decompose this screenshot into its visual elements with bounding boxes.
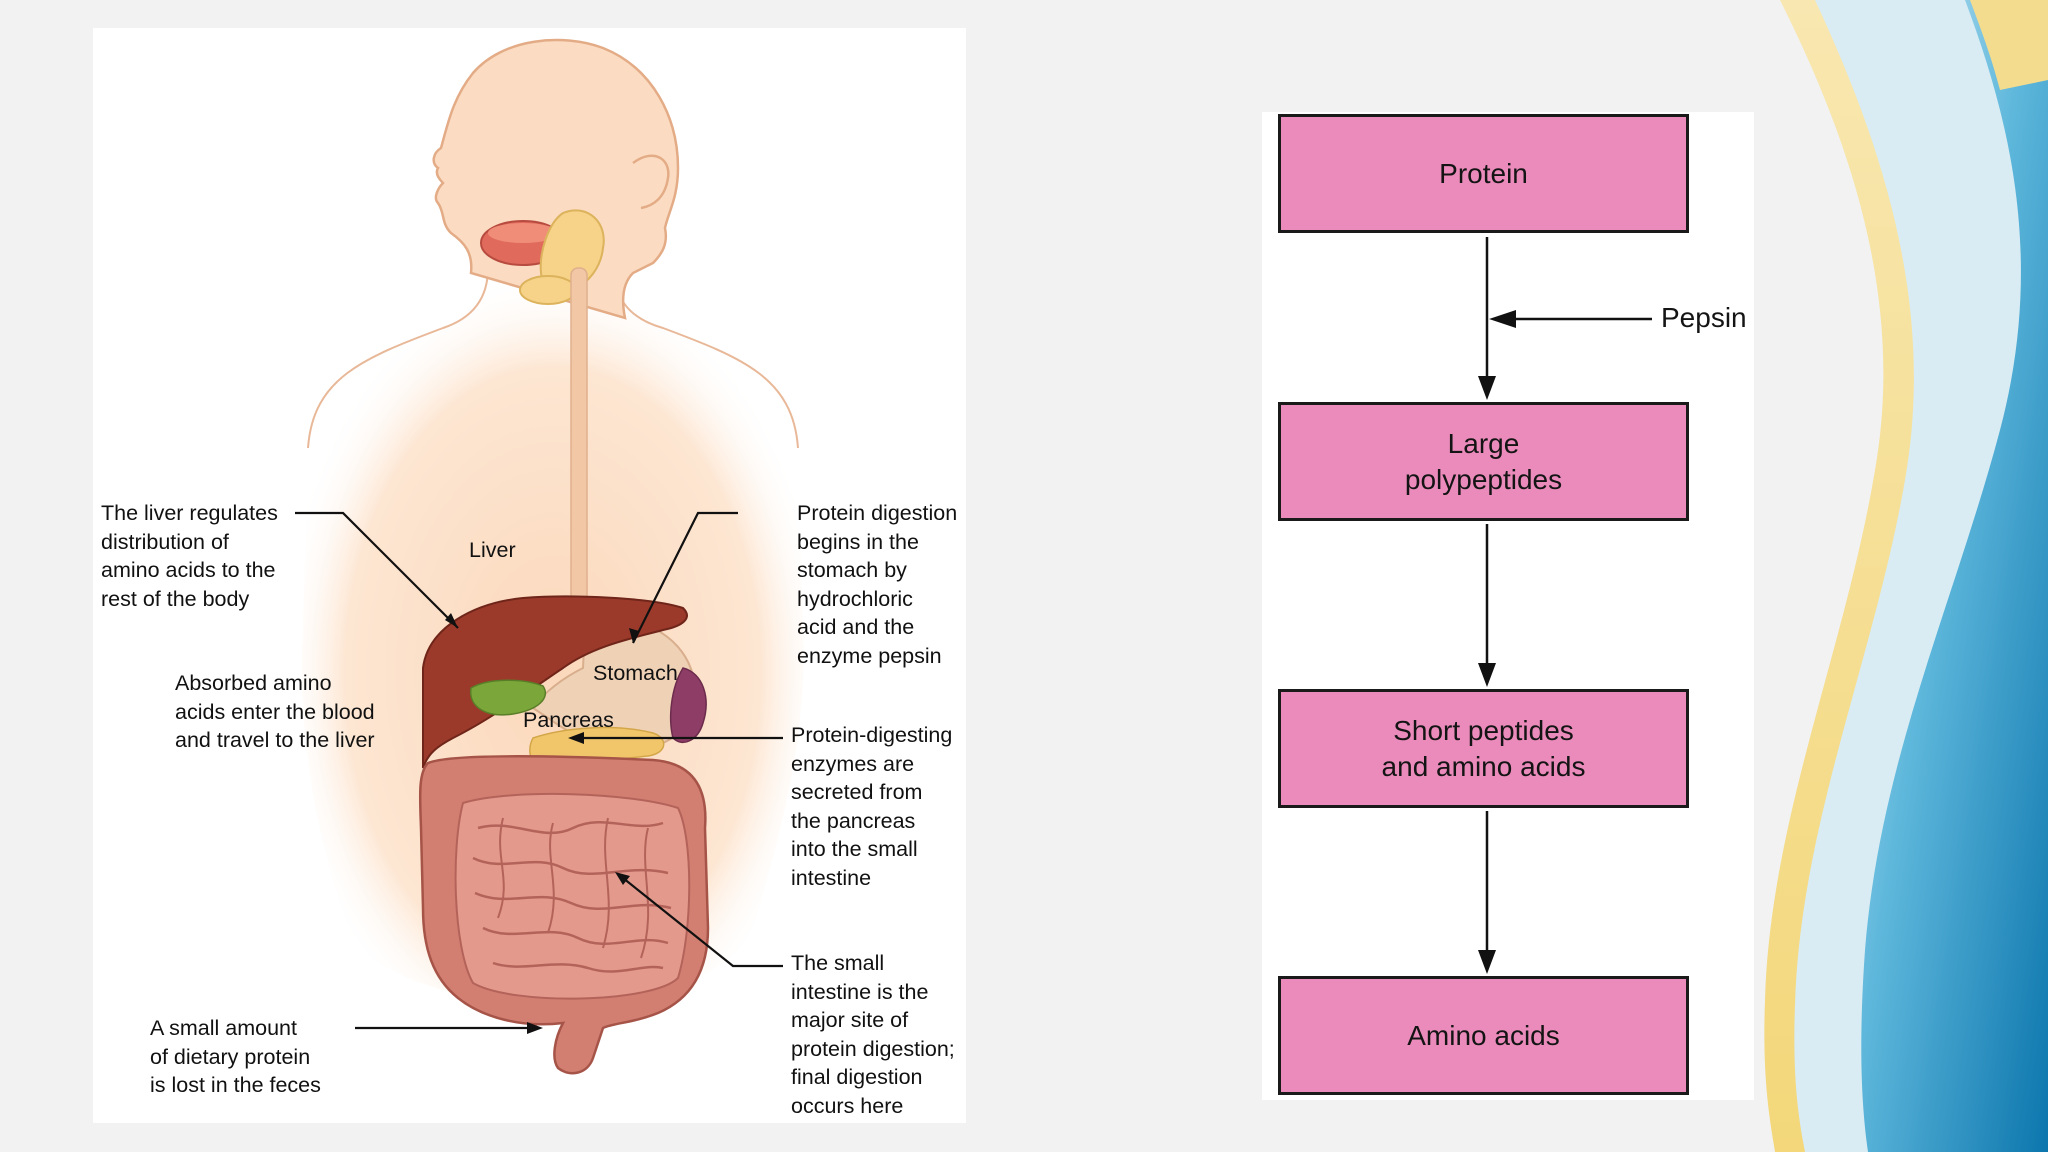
anatomy-illustration xyxy=(295,38,804,1075)
callout-small-intestine: The small intestine is the major site of… xyxy=(791,951,955,1118)
small-intestine xyxy=(454,792,691,1000)
spleen xyxy=(669,667,707,744)
callout-feces: A small amount of dietary protein is los… xyxy=(150,1016,321,1097)
salivary-glands xyxy=(480,209,605,305)
callout-absorbed-amino-acids: Absorbed amino acids enter the blood and… xyxy=(175,671,375,752)
step-large-polypeptides: Large polypeptides xyxy=(1278,402,1689,521)
step-protein: Protein xyxy=(1278,114,1689,233)
arrowhead-1 xyxy=(1478,376,1496,400)
flowchart-connectors xyxy=(1478,237,1652,974)
callout-liver-regulates: The liver regulates distribution of amin… xyxy=(101,501,278,611)
arrowhead-2 xyxy=(1478,663,1496,687)
pancreas-label: Pancreas xyxy=(523,708,614,732)
digestive-system-diagram: Liver Stomach Pancreas The liver regulat… xyxy=(93,28,966,1123)
protein-digestion-flowchart: Protein Large polypeptides Short peptide… xyxy=(1262,112,1754,1100)
esophagus xyxy=(570,267,588,634)
arrowhead-3 xyxy=(1478,950,1496,974)
step-short-peptides: Short peptides and amino acids xyxy=(1278,689,1689,808)
gallbladder xyxy=(470,679,546,716)
liver xyxy=(422,595,688,769)
callout-arrowheads xyxy=(445,613,639,1034)
callout-pancreas-enzymes: Protein-digesting enzymes are secreted f… xyxy=(791,723,953,890)
enzyme-arrowhead xyxy=(1489,310,1516,328)
decorative-wave xyxy=(1764,0,2048,1152)
stomach-label: Stomach xyxy=(593,661,678,685)
enzyme-pepsin-label: Pepsin xyxy=(1661,302,1747,333)
callout-leaders xyxy=(295,511,783,1030)
step-amino-acids: Amino acids xyxy=(1278,976,1689,1095)
liver-label: Liver xyxy=(469,538,516,562)
callout-stomach-digestion: Protein digestion begins in the stomach … xyxy=(797,501,958,668)
